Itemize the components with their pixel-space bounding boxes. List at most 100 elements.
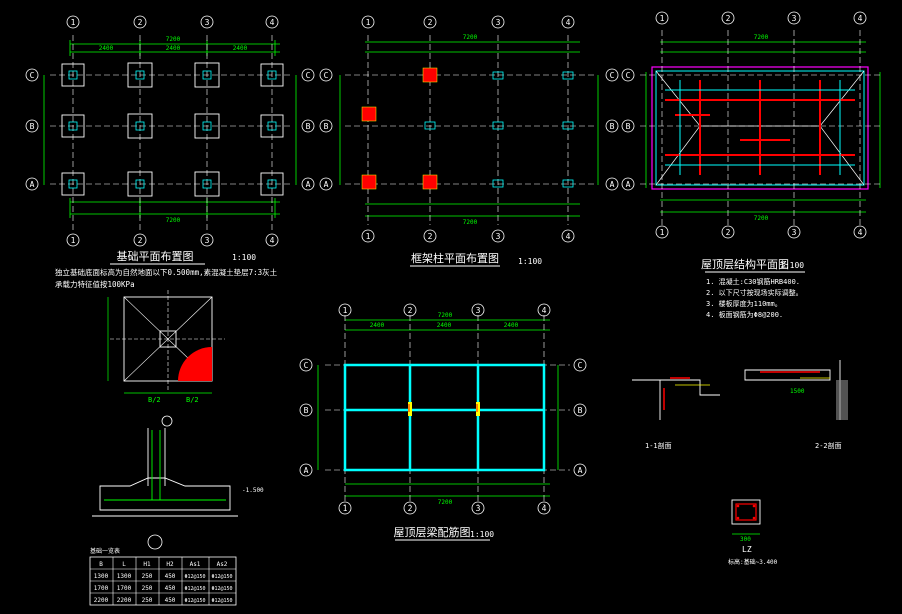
roof-beam-title: 屋顶层梁配筋图 (394, 525, 471, 539)
axis-label: 3 (496, 232, 501, 241)
dim-label: 1500 (790, 388, 805, 395)
table-cell: Φ12@150 (184, 598, 205, 604)
foundation-plan: 1 2 3 4 1 2 3 4 C B A C B A 7200 2400 24… (25, 15, 315, 289)
table-cell: Φ12@150 (184, 586, 205, 592)
axis-bubble-3 (200, 15, 214, 29)
axis-label: 1 (343, 306, 348, 315)
table-cell: Φ12@150 (184, 574, 205, 580)
table-header: L (122, 561, 126, 568)
axis-label: B (306, 122, 311, 131)
axis-label: 1 (366, 18, 371, 27)
footing-detail: B/2 B/2 -1.500 (92, 290, 264, 550)
axis-label: 2 (726, 14, 731, 23)
table-header: H2 (166, 561, 174, 568)
axis-label: 1 (71, 18, 76, 27)
roof-structure-title: 屋顶层结构平面图 (701, 257, 789, 271)
axis-bubble-4 (265, 15, 279, 29)
axis-label: 1 (343, 504, 348, 513)
axis-label: 2 (408, 504, 413, 513)
axis-label: 2 (138, 18, 143, 27)
axis-label: 2 (428, 18, 433, 27)
section-label: 1-1剖面 (645, 441, 672, 450)
table-cell: 1700 (117, 585, 132, 592)
axis-label: 2 (726, 228, 731, 237)
dim-text: 2400 (437, 322, 452, 329)
column-plan-scale: 1:100 (518, 257, 542, 266)
axis-label: 3 (476, 504, 481, 513)
axis-label: A (578, 466, 583, 475)
foundation-note-1: 独立基础底面标高为自然地面以下0.500mm,素混凝土垫层7:3灰土 (55, 267, 278, 277)
axis-label: C (30, 71, 35, 80)
axis-label: B (610, 122, 615, 131)
axis-bubble-2 (133, 15, 147, 29)
foundation-plan-scale: 1:100 (232, 253, 256, 262)
dim-text: 7200 (166, 36, 181, 43)
axis-label: A (304, 466, 309, 475)
column-plan: 1 2 3 4 1 2 3 4 C B A C B A 7200 7200 框架… (319, 15, 619, 267)
foundation-table: 基础一览表 B L H1 H2 As1 As2 1300 1300 250 45… (89, 547, 237, 606)
axis-label: 1 (71, 236, 76, 245)
axis-bubble-1 (66, 15, 80, 29)
dim-text: 7200 (438, 312, 453, 319)
axis-label: C (304, 361, 309, 370)
axis-label: C (626, 71, 631, 80)
table-cell: 1700 (94, 585, 109, 592)
axis-label: A (626, 180, 631, 189)
axis-label: 4 (566, 232, 571, 241)
axis-label: C (578, 361, 583, 370)
dim-text: 2400 (233, 45, 248, 52)
axis-label: 1 (660, 228, 665, 237)
axis-label: 4 (270, 236, 275, 245)
table-cell: 2200 (94, 597, 109, 604)
dim-text: 2400 (99, 45, 114, 52)
axis-label: 4 (542, 504, 547, 513)
table-cell: 450 (165, 573, 176, 580)
table-cell: Φ12@150 (211, 598, 232, 604)
roof-beam-plan: 1 2 3 4 1 2 3 4 C B A C B A 7200 2400 24… (299, 303, 587, 541)
axis-label: B (30, 122, 35, 131)
table-cell: 250 (142, 597, 153, 604)
table-cell: 1300 (94, 573, 109, 580)
axis-label: A (30, 180, 35, 189)
axis-label: B (578, 406, 583, 415)
foundation-note-2: 承载力特征值按100KPa (55, 279, 135, 289)
axis-label: 3 (496, 18, 501, 27)
roof-structure-scale: 1:100 (780, 261, 804, 270)
table-cell: 450 (165, 597, 176, 604)
axis-label: 3 (792, 228, 797, 237)
dim-text: 7200 (438, 499, 453, 506)
axis-label: 1 (366, 232, 371, 241)
axis-label: 2 (428, 232, 433, 241)
dim-label: 300 (740, 536, 751, 543)
dim-text: 2400 (504, 322, 519, 329)
elevation-label: -1.500 (242, 487, 264, 494)
axis-label: 3 (476, 306, 481, 315)
roof-note: 1. 混凝土:C30钢筋HRB400. (706, 277, 800, 286)
table-header: B (99, 561, 103, 568)
roof-beam-scale: 1:100 (470, 530, 494, 539)
axis-label: 4 (858, 14, 863, 23)
dim-text: 7200 (754, 34, 769, 41)
axis-label: 4 (858, 228, 863, 237)
table-title: 基础一览表 (90, 547, 120, 555)
dim-text: 7200 (166, 217, 181, 224)
axis-label: C (324, 71, 329, 80)
axis-label: B (324, 122, 329, 131)
table-cell: Φ12@150 (211, 586, 232, 592)
foundation-plan-title: 基础平面布置图 (117, 250, 194, 263)
lz-label: LZ (742, 545, 752, 554)
roof-note: 3. 楼板厚度为110mm。 (706, 299, 782, 308)
roof-structure-plan: 1 2 3 4 1 2 3 4 C B A 7200 7200 屋顶层结构平面图… (621, 11, 881, 319)
dim-text: 2400 (370, 322, 385, 329)
axis-label: A (324, 180, 329, 189)
roof-note: 2. 以下尺寸按现场实际调整。 (706, 288, 803, 297)
table-cell: 2200 (117, 597, 132, 604)
axis-label: 4 (566, 18, 571, 27)
axis-label: 3 (205, 236, 210, 245)
axis-label: A (610, 180, 615, 189)
section-label: 2-2剖面 (815, 441, 842, 450)
table-header: H1 (143, 561, 151, 568)
table-cell: 250 (142, 585, 153, 592)
axis-label: 4 (270, 18, 275, 27)
